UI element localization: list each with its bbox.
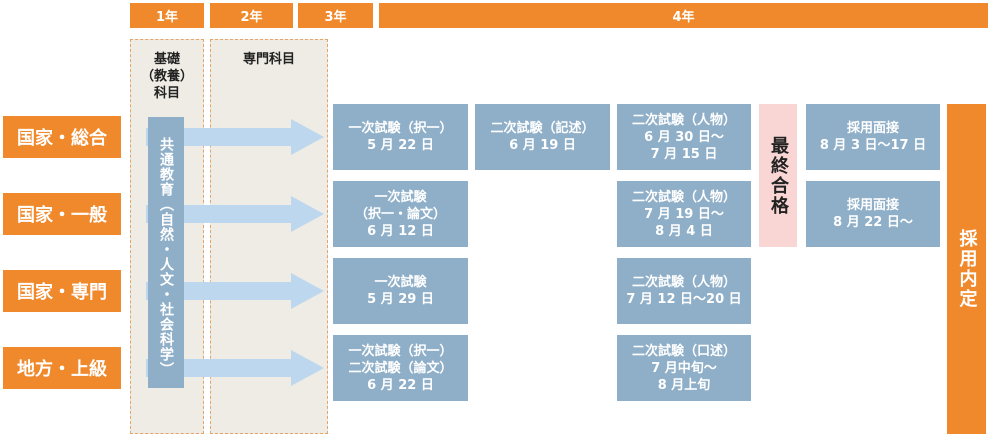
second-exam-written-date: 6 月 19 日 <box>509 138 576 153</box>
hiring-interview-1-date: 8 月 3 日～17 日 <box>819 138 927 153</box>
arrow-route-4 <box>146 350 324 386</box>
common-education-bar: 共通教育（自然・人文・社会科学） <box>148 117 184 388</box>
second-exam-interview-route-2: 二次試験（人物） 7 月 19 日～ 8 月 4 日 <box>617 181 751 247</box>
year-2: 2年 <box>210 3 293 28</box>
first-exam-2-detail: （択一・論文） <box>354 206 446 222</box>
second-exam-3-dates: 7 月 12 日～20 日 <box>626 292 742 307</box>
arrow-route-1 <box>146 119 324 155</box>
route-national-general-track: 国家・総合 <box>3 116 121 158</box>
first-exam-route-4: 一次試験（択一） 二次試験（論文） 6 月 22 日 <box>333 335 468 401</box>
hiring-interview-route-1: 採用面接 8 月 3 日～17 日 <box>806 104 940 170</box>
first-exam-1-type: 一次試験（択一） <box>348 121 453 136</box>
first-exam-3-date: 5 月 29 日 <box>367 292 434 307</box>
job-offer-bar: 採用内定 <box>947 104 986 434</box>
specialized-label: 専門科目 <box>242 52 295 67</box>
foundation-label: 基礎 （教養） 科目 <box>130 51 204 102</box>
second-exam-1-start: 6 月 30 日～ <box>644 129 724 145</box>
arrow-route-3 <box>146 273 324 309</box>
second-exam-4-type: 二次試験（口述） <box>631 343 736 359</box>
first-exam-1-date: 5 月 22 日 <box>367 138 434 153</box>
first-exam-route-1: 一次試験（択一） 5 月 22 日 <box>333 104 468 170</box>
foundation-label-line2: （教養） <box>140 69 193 84</box>
second-exam-written-type: 二次試験（記述） <box>490 121 595 136</box>
second-exam-2-type: 二次試験（人物） <box>631 189 736 205</box>
foundation-label-line3: 科目 <box>153 86 180 101</box>
year-1: 1年 <box>130 3 204 28</box>
hiring-interview-route-2: 採用面接 8 月 22 日～ <box>806 181 940 247</box>
second-exam-1-end: 7 月 15 日 <box>650 146 718 162</box>
first-exam-route-2: 一次試験 （択一・論文） 6 月 12 日 <box>333 181 468 247</box>
first-exam-2-type: 一次試験 <box>374 189 427 205</box>
route-national-specialized: 国家・専門 <box>3 270 121 312</box>
second-exam-3-type: 二次試験（人物） <box>631 275 736 290</box>
first-exam-route-3: 一次試験 5 月 29 日 <box>333 258 468 324</box>
second-exam-4-end: 8 月上旬 <box>657 377 711 393</box>
route-national-general: 国家・一般 <box>3 193 121 235</box>
second-exam-4-start: 7 月中旬～ <box>651 360 717 376</box>
first-exam-2-date: 6 月 12 日 <box>367 223 434 239</box>
final-pass-box: 最終合格 <box>759 104 797 247</box>
second-exam-2-start: 7 月 19 日～ <box>644 206 724 222</box>
job-offer-label: 採用内定 <box>956 229 978 309</box>
first-exam-3-type: 一次試験 <box>374 275 427 290</box>
second-exam-written-route-1: 二次試験（記述） 6 月 19 日 <box>475 104 610 170</box>
hiring-interview-2-type: 採用面接 <box>846 198 899 213</box>
hiring-interview-1-type: 採用面接 <box>846 121 899 136</box>
hiring-interview-2-date: 8 月 22 日～ <box>833 215 913 230</box>
arrow-route-2 <box>146 196 324 232</box>
route-local-senior: 地方・上級 <box>3 347 121 389</box>
first-exam-4-date: 6 月 22 日 <box>367 377 434 393</box>
second-exam-interview-route-1: 二次試験（人物） 6 月 30 日～ 7 月 15 日 <box>617 104 751 170</box>
year-4: 4年 <box>379 3 988 28</box>
final-pass-label: 最終合格 <box>768 135 789 216</box>
second-exam-interview-route-3: 二次試験（人物） 7 月 12 日～20 日 <box>617 258 751 324</box>
second-exam-1-type: 二次試験（人物） <box>631 112 736 128</box>
second-exam-2-end: 8 月 4 日 <box>655 223 713 239</box>
first-exam-4-type: 一次試験（択一） <box>348 343 453 359</box>
second-exam-oral-route-4: 二次試験（口述） 7 月中旬～ 8 月上旬 <box>617 335 751 401</box>
year-3: 3年 <box>298 3 373 28</box>
foundation-label-line1: 基礎 <box>153 52 180 67</box>
common-education-label: 共通教育（自然・人文・社会科学） <box>158 137 174 377</box>
second-exam-4-essay: 二次試験（論文） <box>348 360 453 376</box>
